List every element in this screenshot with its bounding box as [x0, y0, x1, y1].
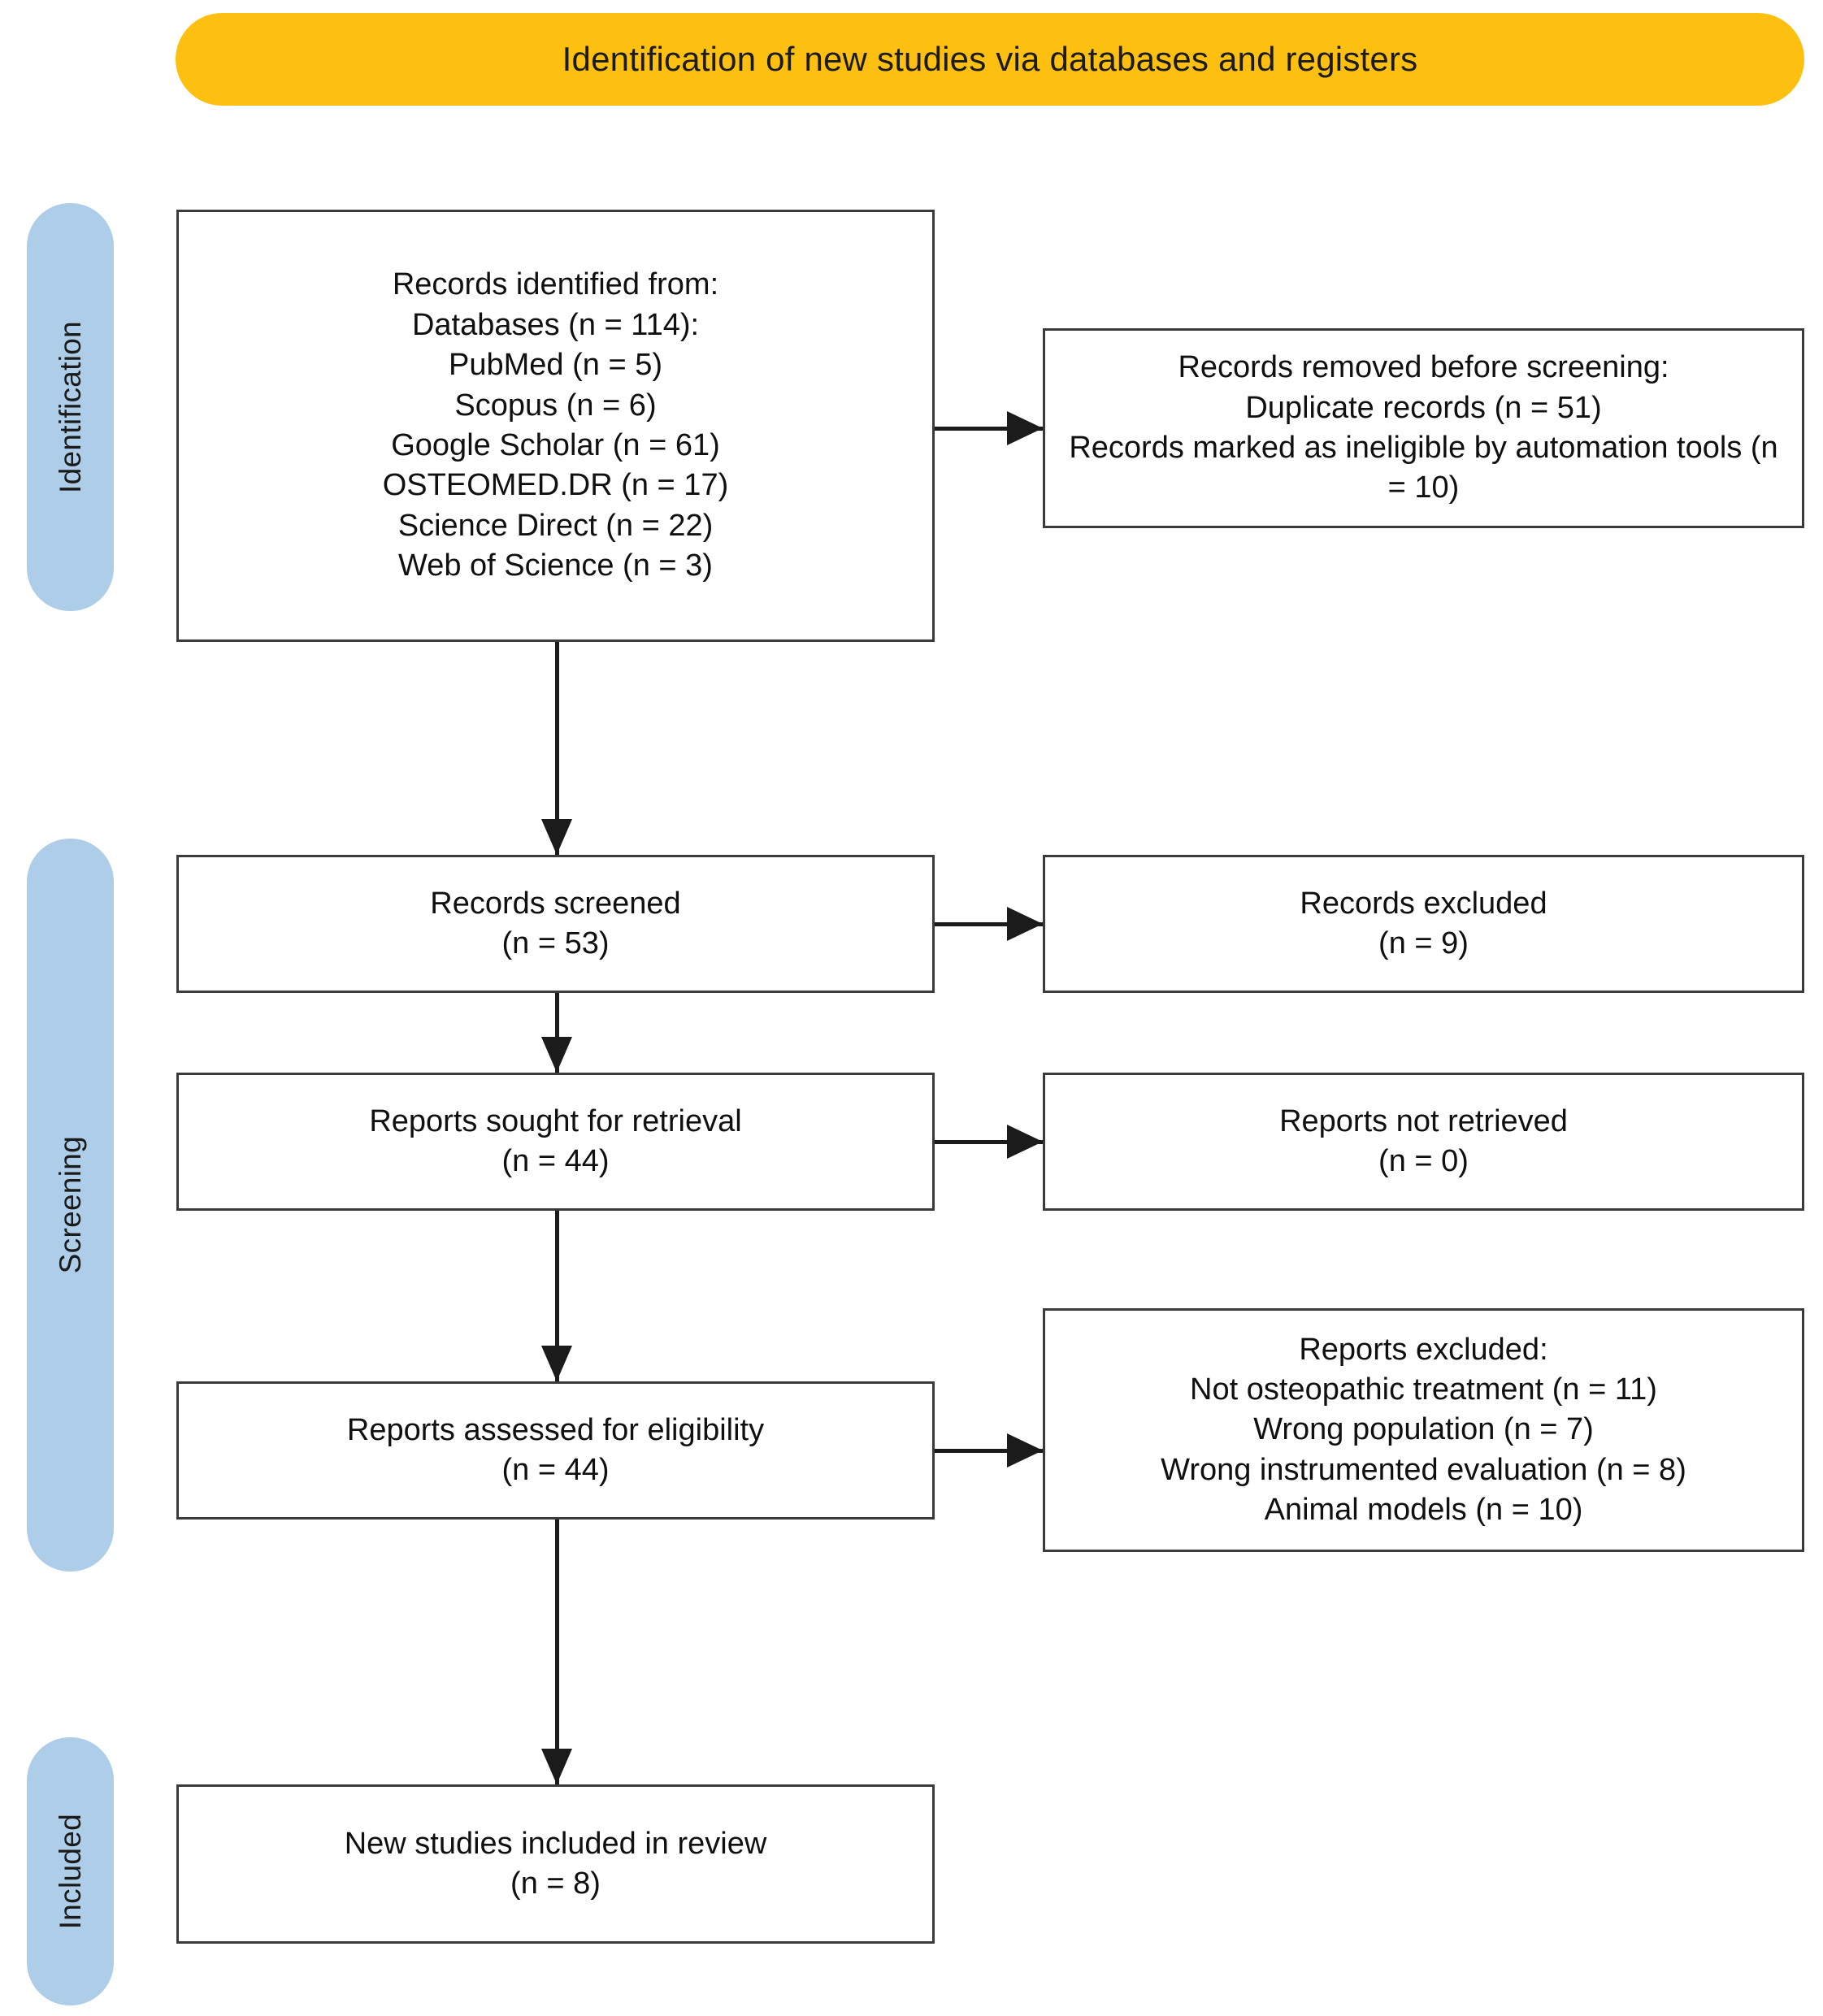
node-line: New studies included in review: [344, 1826, 767, 1861]
arrow-assessed-to-reports-excluded: [935, 1433, 1043, 1468]
node-line: Records removed before screening:: [1178, 350, 1669, 385]
arrow-head: [1007, 907, 1043, 941]
identification-banner: Identification of new studies via databa…: [176, 13, 1804, 106]
stage-label-included: Included: [53, 1813, 87, 1930]
arrow-shaft: [555, 993, 559, 1073]
stage-pill-included: Included: [27, 1737, 114, 2005]
node-line: (n = 0): [1378, 1144, 1469, 1178]
arrow-screened-to-sought: [541, 993, 572, 1073]
arrow-sought-to-not-retrieved: [935, 1125, 1043, 1159]
node-line: Scopus (n = 6): [454, 388, 657, 423]
arrow-shaft: [555, 1520, 559, 1784]
node-line: Duplicate records (n = 51): [1245, 390, 1602, 425]
node-line: Wrong population (n = 7): [1253, 1412, 1594, 1447]
node-records-removed: Records removed before screening: Duplic…: [1043, 328, 1804, 528]
node-new-studies-included: New studies included in review (n = 8): [176, 1784, 935, 1944]
arrow-shaft: [935, 922, 1043, 926]
node-line: Records marked as ineligible by automati…: [1069, 431, 1778, 505]
arrow-identified-to-screened: [541, 642, 572, 855]
node-line: Databases (n = 114):: [411, 307, 700, 342]
node-line: Reports not retrieved: [1279, 1103, 1568, 1138]
node-line: Records excluded: [1300, 886, 1547, 921]
node-line: Records identified from:: [392, 267, 719, 302]
arrow-head: [1007, 1125, 1043, 1159]
arrow-head: [541, 1346, 572, 1381]
arrow-head: [541, 1749, 572, 1784]
node-line: OSTEOMED.DR (n = 17): [382, 468, 729, 503]
arrow-head: [541, 1037, 572, 1073]
arrow-sought-to-assessed: [541, 1211, 572, 1381]
stage-label-screening: Screening: [53, 1136, 87, 1274]
node-records-excluded: Records excluded (n = 9): [1043, 855, 1804, 993]
arrow-shaft: [935, 1449, 1043, 1453]
node-reports-assessed: Reports assessed for eligibility (n = 44…: [176, 1381, 935, 1520]
node-line: (n = 44): [501, 1453, 610, 1487]
arrow-screened-to-excluded: [935, 907, 1043, 941]
node-line: Google Scholar (n = 61): [391, 428, 720, 462]
node-line: Records screened: [430, 886, 681, 921]
node-line: (n = 53): [501, 926, 610, 960]
node-line: (n = 44): [501, 1144, 610, 1178]
node-line: Wrong instrumented evaluation (n = 8): [1161, 1452, 1686, 1487]
node-line: Reports excluded:: [1299, 1332, 1548, 1367]
stage-pill-screening: Screening: [27, 839, 114, 1572]
stage-label-identification: Identification: [53, 321, 87, 493]
banner-title: Identification of new studies via databa…: [562, 39, 1418, 78]
arrow-shaft: [555, 1211, 559, 1381]
stage-pill-identification: Identification: [27, 203, 114, 611]
node-line: Science Direct (n = 22): [397, 508, 714, 543]
arrow-assessed-to-included: [541, 1520, 572, 1784]
node-line: PubMed (n = 5): [449, 348, 662, 383]
node-reports-not-retrieved: Reports not retrieved (n = 0): [1043, 1073, 1804, 1211]
node-line: (n = 8): [510, 1866, 601, 1901]
arrow-head: [541, 819, 572, 855]
node-records-screened: Records screened (n = 53): [176, 855, 935, 993]
node-reports-sought: Reports sought for retrieval (n = 44): [176, 1073, 935, 1211]
arrow-head: [1007, 411, 1043, 445]
arrow-shaft: [555, 642, 559, 855]
node-records-identified: Records identified from: Databases (n = …: [176, 210, 935, 642]
node-reports-excluded: Reports excluded: Not osteopathic treatm…: [1043, 1308, 1804, 1552]
node-line: Not osteopathic treatment (n = 11): [1190, 1372, 1657, 1407]
arrow-shaft: [935, 427, 1043, 431]
arrow-shaft: [935, 1140, 1043, 1144]
node-line: Reports sought for retrieval: [369, 1103, 742, 1138]
node-line: Reports assessed for eligibility: [346, 1412, 765, 1447]
node-line: Web of Science (n = 3): [398, 548, 713, 583]
arrow-identified-to-removed: [935, 411, 1043, 445]
arrow-head: [1007, 1433, 1043, 1468]
node-line: (n = 9): [1378, 926, 1469, 960]
node-line: Animal models (n = 10): [1264, 1493, 1583, 1528]
